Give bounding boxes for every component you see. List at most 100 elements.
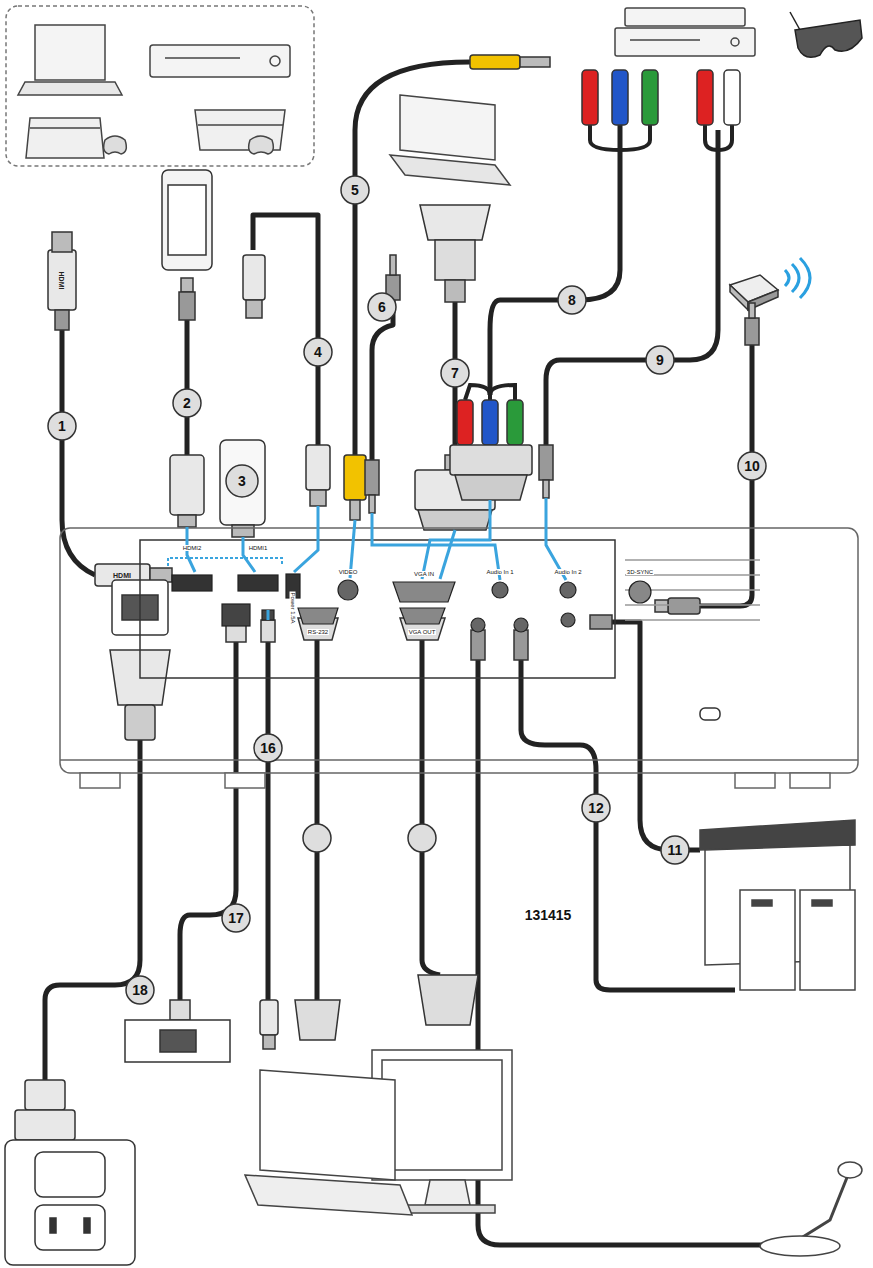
callout-circles-part [222, 904, 250, 932]
callout-number: 4 [314, 345, 322, 359]
3d-glasses [790, 12, 862, 57]
plugs-part [539, 445, 553, 480]
plugs-part [582, 70, 598, 125]
port-label: Audio In 2 [553, 569, 582, 575]
projector-body-part [80, 773, 120, 788]
callout-number: 7 [451, 366, 459, 380]
plugs-part [457, 400, 473, 445]
plugs-part [344, 455, 366, 500]
plugs-part [749, 303, 755, 318]
ports-part [492, 582, 508, 598]
blue-guides-part [294, 506, 318, 572]
callout-number: 11 [668, 843, 683, 857]
ports [172, 574, 651, 632]
callout-circles-part [368, 293, 396, 321]
ports-part [514, 618, 528, 632]
plugs-part [162, 170, 212, 270]
plugs-part [455, 475, 527, 500]
callout-number: 18 [132, 983, 148, 997]
plugs-part [170, 1000, 190, 1020]
callout-number: 2 [183, 396, 191, 410]
port-label: Audio In 1 [485, 569, 514, 575]
source-devices-part [165, 57, 240, 59]
callout-number: 3 [238, 474, 246, 488]
dvd-player-part [615, 28, 755, 56]
ports-part [338, 580, 358, 600]
ports-part [471, 618, 485, 632]
3d-emitter-part [785, 258, 810, 298]
plugs-part [55, 310, 69, 330]
ports-part [561, 613, 575, 627]
cables-part [185, 320, 190, 455]
laptop-part [400, 95, 495, 160]
callout-circles-part [582, 794, 610, 822]
cables-part [546, 130, 718, 450]
plugs-part [418, 975, 478, 1025]
callout-circles-part [738, 452, 766, 480]
blue-guides-part [372, 513, 500, 580]
source-devices-part [30, 127, 100, 129]
blue-guides-part [168, 558, 282, 566]
plugs-part [246, 300, 262, 318]
callout-number: 10 [744, 459, 760, 473]
component-split-part [705, 125, 732, 150]
port-label: Power 1.5A [290, 591, 296, 624]
3d-glasses-part [795, 20, 862, 57]
laptop-part [390, 155, 510, 185]
plugs-part [470, 55, 520, 69]
output-devices-part [740, 890, 795, 990]
blue-guides-part [546, 498, 566, 580]
callout-number: 12 [588, 801, 604, 815]
plugs-part [306, 445, 330, 490]
callout-circles-part [126, 976, 154, 1004]
callout-circles-part [48, 412, 76, 440]
3d-glasses-part [790, 12, 800, 30]
port-label: VIDEO [338, 569, 359, 575]
plugs-part [543, 480, 549, 498]
source-devices-part [18, 82, 122, 95]
ports-part [262, 610, 274, 620]
port-label: HDMI2 [182, 545, 203, 551]
projector-body-part [790, 773, 830, 788]
plugs-part [263, 1035, 275, 1049]
plugs-part [745, 318, 759, 345]
output-devices-part [838, 1162, 862, 1178]
output-devices-part [382, 1060, 502, 1170]
cables-part [372, 300, 393, 462]
projector-body-part [60, 759, 858, 761]
plugs-part [50, 1218, 56, 1233]
plugs-part [435, 240, 475, 280]
cables-part [253, 215, 318, 445]
callout-circles [48, 176, 766, 1004]
callout-circles-part [441, 359, 469, 387]
blue-guides-part [243, 537, 255, 572]
dvd-player-part [731, 38, 739, 46]
ports-part [393, 582, 455, 602]
plugs-part [5, 1140, 135, 1265]
plug-text: HDMI [58, 271, 65, 289]
output-devices [245, 820, 862, 1256]
projector-body-part [225, 773, 265, 788]
output-devices-part [425, 1180, 470, 1205]
dvd-player [615, 8, 755, 56]
plugs-part [220, 440, 265, 525]
plugs-part [365, 460, 379, 495]
plugs-part [15, 1110, 75, 1140]
plugs-part [260, 1000, 278, 1035]
callout-number: 9 [656, 353, 664, 367]
ports-part [400, 608, 445, 624]
plugs-part [179, 292, 195, 320]
plugs-part [369, 495, 375, 513]
cables-part [490, 125, 620, 395]
plugs-part [445, 280, 465, 302]
projector-body-part [140, 540, 615, 678]
plugs-part [420, 205, 490, 240]
plug-text: HDMI [113, 572, 131, 579]
plugs-part [697, 70, 713, 125]
callout-number: 8 [568, 293, 576, 307]
plugs-part [178, 515, 196, 527]
dvd-player-part [630, 39, 700, 41]
projector-body-part [735, 773, 775, 788]
component-split-part [590, 125, 650, 150]
